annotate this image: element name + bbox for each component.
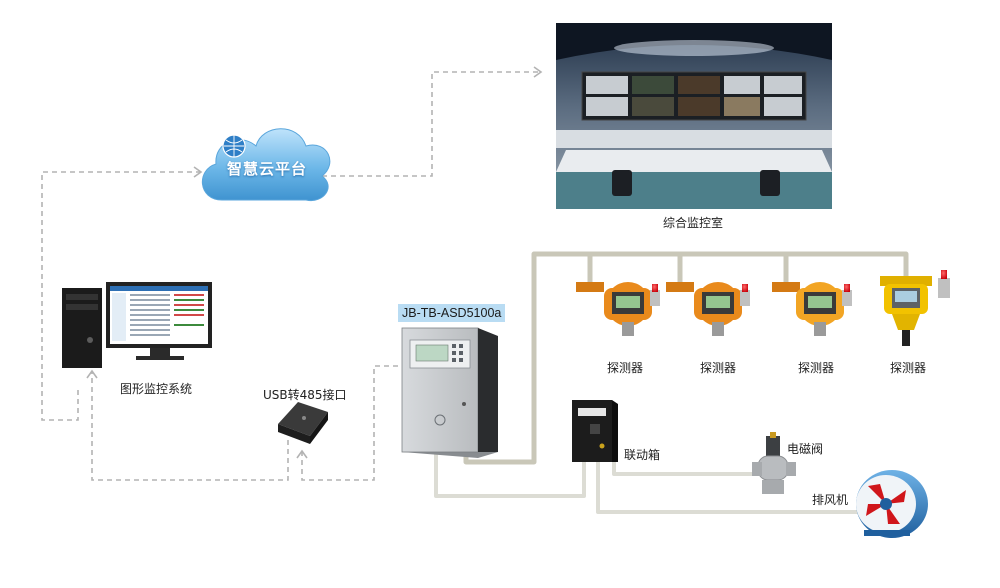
arrow-heads [86, 66, 543, 459]
globe-icon [222, 134, 246, 158]
control-room-label: 综合监控室 [663, 216, 724, 230]
arrow-into-cloud [193, 166, 203, 178]
detector-label-3: 探测器 [798, 361, 835, 375]
alarm-controller [401, 327, 498, 458]
link-usb-to-pc [91, 372, 289, 481]
link-controller-to-usb [301, 365, 398, 481]
exhaust-fan-label: 排风机 [812, 493, 849, 507]
detector-4 [880, 270, 950, 346]
cloud-platform-label: 智慧云平台 [226, 160, 307, 178]
linkage-box-device [572, 400, 618, 462]
solenoid-valve-device [752, 432, 796, 494]
linkage-to-fan-pipe [596, 460, 868, 514]
detector-2 [666, 282, 750, 336]
linkage-box-label: 联动箱 [624, 448, 661, 462]
detector-label-4: 探测器 [890, 361, 927, 375]
arrow-into-room [533, 66, 543, 78]
pipes [434, 251, 909, 514]
detector-label-2: 探测器 [700, 361, 737, 375]
arrow-into-usb [296, 449, 308, 459]
link-pc-to-cloud [41, 171, 200, 421]
link-cloud-to-room [322, 71, 540, 177]
arrow-into-pc [86, 369, 98, 379]
detector-3 [772, 282, 852, 336]
usb-converter-label: USB转485接口 [263, 388, 347, 402]
detector-1 [576, 282, 660, 336]
cloud-platform [201, 128, 331, 202]
control-room-image [556, 23, 832, 209]
solenoid-valve-label: 电磁阀 [787, 442, 824, 456]
dashed-links [41, 71, 540, 481]
monitor-system-label: 图形监控系统 [120, 382, 193, 396]
controller-model-label: JB-TB-ASD5100a [398, 304, 506, 322]
pc-workstation [62, 282, 212, 368]
sensor-bus-pipe [463, 251, 909, 465]
exhaust-fan-device [856, 470, 928, 538]
controller-to-linkage-pipe [434, 444, 586, 498]
detector-label-1: 探测器 [607, 361, 644, 375]
usb-converter-device [278, 402, 328, 444]
